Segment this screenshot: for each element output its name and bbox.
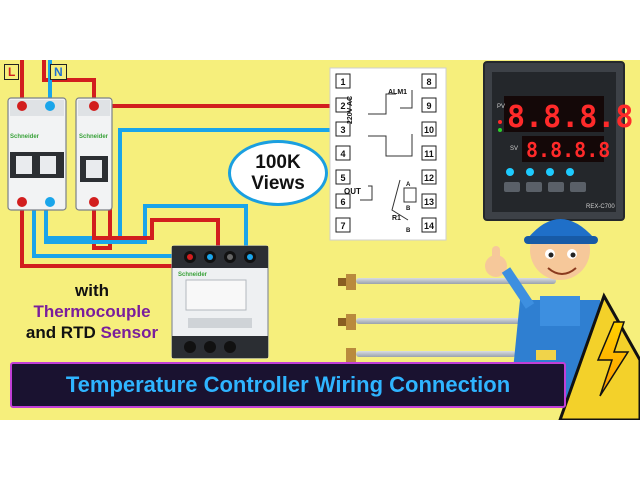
- terminal-10-box: [421, 121, 437, 137]
- title-banner: Temperature Controller Wiring Connection: [10, 362, 566, 408]
- terminal-9: 9: [426, 101, 431, 111]
- sv-label: SV: [510, 146, 518, 152]
- terminal-6-box: [335, 193, 351, 209]
- sensor-label: R1: [392, 215, 401, 222]
- terminal-6: 6: [340, 197, 345, 207]
- sv-display: 8.8.8.8: [526, 138, 610, 162]
- neutral-phase-label: N: [50, 64, 67, 80]
- terminal-14: 14: [424, 221, 434, 231]
- sensor-caption-line3b: Sensor: [100, 323, 159, 342]
- terminal-8-box: [421, 73, 437, 89]
- pv-display: 8.8.8.8: [507, 100, 633, 135]
- controller-model: REX-C700: [586, 204, 615, 210]
- live-wire-upper: [42, 60, 96, 104]
- sensor-caption: with Thermocouple and RTD Sensor: [4, 280, 180, 343]
- supply-label: 220V AC: [347, 96, 354, 124]
- terminal-5: 5: [340, 173, 345, 183]
- terminal-9-box: [421, 97, 437, 113]
- pv-label: PV: [497, 104, 505, 110]
- terminal-5-box: [335, 169, 351, 185]
- terminal-13-box: [421, 193, 437, 209]
- output-label: OUT: [344, 187, 361, 196]
- sensor-caption-line2: Thermocouple: [33, 302, 151, 321]
- mcb-single-pole: [75, 97, 113, 211]
- sensor-polarity-b1: B: [406, 206, 411, 212]
- neutral-wire-coil: [44, 204, 248, 252]
- terminal-1-box: [335, 73, 351, 89]
- views-count: 100K: [255, 152, 301, 173]
- terminal-4: 4: [340, 149, 345, 159]
- terminal-7-box: [335, 217, 351, 233]
- high-voltage-warning-icon: [558, 292, 640, 420]
- terminal-11-box: [421, 145, 437, 161]
- page-title: Temperature Controller Wiring Connection: [65, 372, 511, 397]
- terminal-3: 3: [340, 125, 345, 135]
- terminal-right-column: 8 9 10 11 12 13 14: [421, 73, 437, 233]
- sensor-caption-line3a: and RTD: [25, 323, 96, 342]
- wiring-svg: Schneider Schneider Schneider: [7, 60, 640, 420]
- terminal-13: 13: [424, 197, 434, 207]
- terminal-left-column: 1 2 3 4 5 6 7: [335, 73, 351, 233]
- terminal-12-box: [421, 169, 437, 185]
- mcb-double-pole: [7, 97, 67, 211]
- output-wire-coil: [92, 206, 220, 252]
- terminal-11: 11: [424, 149, 434, 159]
- terminal-8: 8: [426, 77, 431, 87]
- views-badge: 100K Views: [228, 140, 328, 206]
- temperature-controller: [483, 61, 625, 221]
- terminal-3-box: [335, 121, 351, 137]
- terminal-12: 12: [424, 173, 434, 183]
- terminal-10: 10: [424, 125, 434, 135]
- terminal-7: 7: [340, 221, 345, 231]
- contactor-brand: Schneider: [178, 272, 208, 278]
- mcb-brand: Schneider: [10, 134, 40, 140]
- thermocouple-probe-icon: [338, 274, 556, 362]
- terminal-2: 2: [340, 101, 345, 111]
- mcb2-brand: Schneider: [79, 134, 109, 140]
- terminal-2-box: [335, 97, 351, 113]
- sensor-polarity-a: A: [406, 182, 411, 188]
- wiring-diagram: Schneider Schneider Schneider: [0, 60, 640, 420]
- terminal-1: 1: [340, 77, 345, 87]
- sensor-caption-line1: with: [75, 281, 109, 300]
- views-label: Views: [251, 173, 305, 194]
- terminal-4-box: [335, 145, 351, 161]
- sensor-polarity-b2: B: [406, 228, 411, 234]
- terminal-14-box: [421, 217, 437, 233]
- alarm-label: ALM1: [388, 89, 407, 96]
- contactor: [171, 245, 269, 359]
- line-phase-label: L: [4, 64, 20, 80]
